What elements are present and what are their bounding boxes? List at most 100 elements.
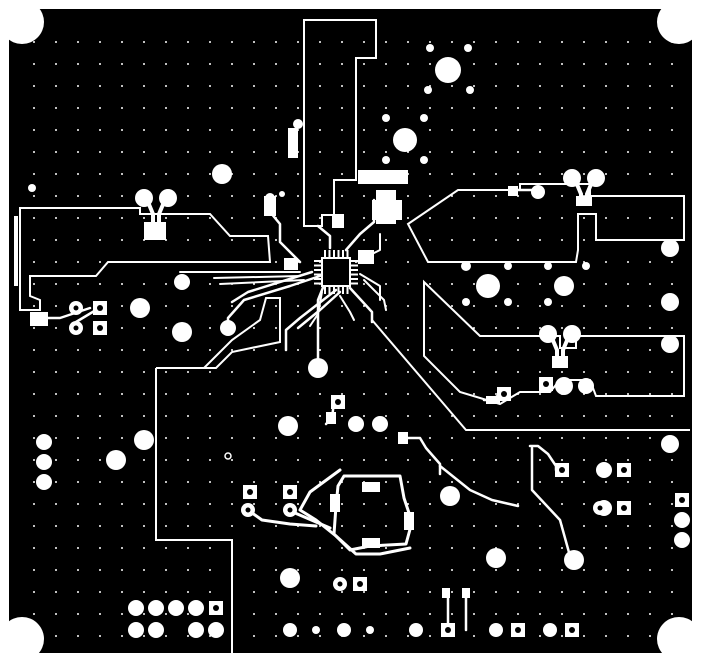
via — [363, 239, 365, 241]
copper-pour — [9, 9, 692, 653]
via — [209, 85, 211, 87]
mounting-hole-bottom-left — [0, 617, 44, 661]
via — [649, 107, 651, 109]
plated-hole — [661, 293, 679, 311]
via — [627, 371, 629, 373]
via — [539, 371, 541, 373]
via — [297, 503, 299, 505]
via — [407, 591, 409, 593]
via — [253, 217, 255, 219]
via — [253, 305, 255, 307]
plated-hole — [564, 550, 584, 570]
via — [605, 591, 607, 593]
via — [297, 173, 299, 175]
small-hole — [461, 261, 471, 271]
via — [297, 107, 299, 109]
trace-ic-sw — [284, 288, 338, 352]
ic-pin — [314, 278, 321, 280]
via — [561, 481, 563, 483]
via — [407, 327, 409, 329]
via — [165, 393, 167, 395]
via — [627, 525, 629, 527]
via — [143, 393, 145, 395]
via — [121, 195, 123, 197]
via — [473, 283, 475, 285]
plated-hole — [476, 274, 500, 298]
via — [99, 591, 101, 593]
via — [143, 327, 145, 329]
via — [407, 217, 409, 219]
via — [627, 327, 629, 329]
via — [363, 85, 365, 87]
ic-pin — [324, 287, 326, 294]
via — [33, 481, 35, 483]
via — [275, 459, 277, 461]
via — [143, 591, 145, 593]
pin-hole — [148, 600, 164, 616]
via — [275, 371, 277, 373]
via — [55, 261, 57, 263]
via — [561, 415, 563, 417]
ic-pin — [314, 273, 321, 276]
via — [77, 635, 79, 637]
via — [539, 459, 541, 461]
via — [275, 151, 277, 153]
via — [539, 503, 541, 505]
via — [605, 635, 607, 637]
via — [583, 635, 585, 637]
via — [341, 195, 343, 197]
via — [121, 371, 123, 373]
via — [77, 569, 79, 571]
square-pad-hole — [501, 391, 507, 397]
via — [429, 393, 431, 395]
square-pad-hole — [679, 497, 685, 503]
via — [77, 63, 79, 65]
pad-upper-1 — [288, 128, 298, 158]
via — [297, 63, 299, 65]
plated-hole — [440, 486, 460, 506]
via — [671, 503, 673, 505]
via — [55, 129, 57, 131]
via — [517, 371, 519, 373]
via — [539, 283, 541, 285]
via — [495, 195, 497, 197]
via — [99, 217, 101, 219]
via — [55, 41, 57, 43]
via — [231, 217, 233, 219]
via — [473, 525, 475, 527]
region-left — [19, 207, 272, 311]
via — [121, 173, 123, 175]
via — [561, 195, 563, 197]
via — [539, 547, 541, 549]
via — [121, 151, 123, 153]
via — [165, 107, 167, 109]
via — [121, 41, 123, 43]
pad-loop-1 — [362, 482, 380, 492]
via — [55, 217, 57, 219]
via — [165, 327, 167, 329]
via — [649, 525, 651, 527]
plated-hole — [106, 450, 126, 470]
via — [451, 459, 453, 461]
via — [165, 151, 167, 153]
via — [561, 217, 563, 219]
via — [539, 415, 541, 417]
region-right-upper — [406, 183, 685, 263]
via — [275, 503, 277, 505]
via — [209, 195, 211, 197]
via — [561, 569, 563, 571]
via — [539, 613, 541, 615]
ic-pin — [351, 282, 358, 285]
via — [187, 635, 189, 637]
via — [451, 525, 453, 527]
via — [231, 481, 233, 483]
via — [77, 41, 79, 43]
square-pad-hole — [247, 489, 253, 495]
via — [121, 415, 123, 417]
plated-hole — [212, 164, 232, 184]
via — [187, 415, 189, 417]
via — [473, 393, 475, 395]
via — [121, 327, 123, 329]
pad-bottom-1 — [442, 588, 450, 598]
via — [341, 63, 343, 65]
